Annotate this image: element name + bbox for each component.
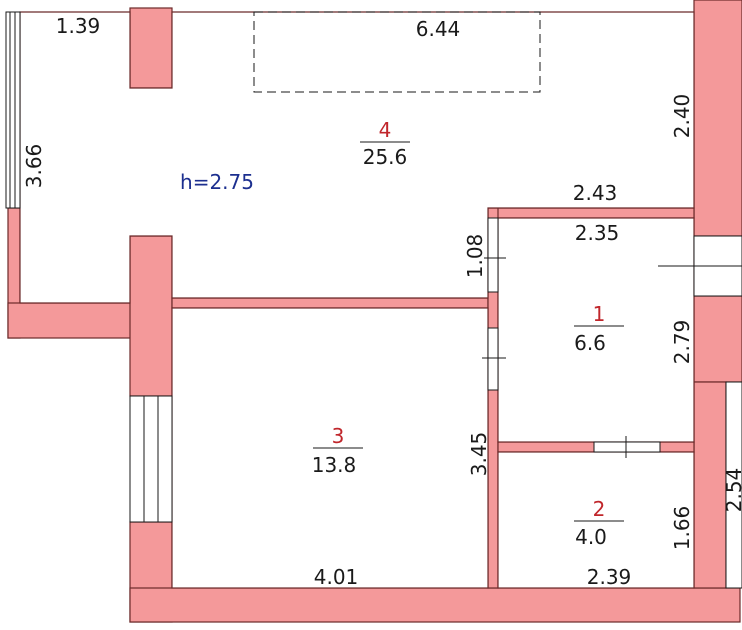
dim-room2-right-height: 1.66 — [670, 506, 694, 551]
walls — [7, 0, 742, 623]
dim-room3-bottom-width: 4.01 — [314, 565, 359, 589]
room-4-number: 4 — [379, 118, 392, 142]
door-room1 — [487, 217, 499, 293]
wall-bottom — [129, 587, 741, 623]
door-room3 — [487, 327, 499, 391]
dim-room1-door-width: 1.08 — [463, 234, 487, 279]
room-1-number: 1 — [593, 302, 606, 326]
room-3-area: 13.8 — [312, 453, 357, 477]
room-4-floor — [19, 11, 695, 304]
window-left — [5, 11, 21, 209]
openings — [5, 11, 742, 589]
dim-left-window-height: 3.66 — [22, 144, 46, 189]
door-room2 — [593, 441, 661, 453]
dim-room1-top-inner: 2.35 — [575, 221, 620, 245]
built-in-cabinet-outline — [253, 11, 541, 93]
wall-top-pier — [129, 7, 173, 89]
dim-top-cabinet-width: 6.44 — [416, 17, 461, 41]
room-1-floor — [497, 217, 695, 443]
dim-room1-right-height: 2.79 — [670, 320, 694, 365]
dimension-labels: 1.39 6.44 2.43 2.35 4.01 2.39 3.66 2.40 … — [22, 14, 742, 589]
room-2-area: 4.0 — [575, 525, 607, 549]
doors — [482, 217, 700, 458]
wall-right-upper — [693, 0, 742, 237]
room-1-area: 6.6 — [574, 331, 606, 355]
rooms — [19, 11, 695, 589]
room-2-number: 2 — [593, 497, 606, 521]
dim-room2-bottom-width: 2.39 — [587, 565, 632, 589]
dim-right-edge-cut: 2.54 — [722, 468, 742, 513]
wall-column-left — [129, 235, 173, 397]
neighbour-strip — [725, 381, 742, 589]
room-labels: 4 25.6 1 6.6 2 4.0 3 13.8 h=2.75 — [180, 118, 624, 549]
wall-right-lower — [693, 381, 727, 589]
dim-right-upper-wall: 2.40 — [670, 94, 694, 139]
wall-right-mid — [693, 295, 742, 383]
window-room3 — [129, 395, 173, 523]
wall-room3-top — [171, 297, 489, 309]
room-4-area: 25.6 — [363, 145, 408, 169]
wall-room1-top — [487, 207, 695, 219]
dim-room1-top-outer: 2.43 — [573, 181, 618, 205]
room-3-number: 3 — [332, 424, 345, 448]
ceiling-height-note: h=2.75 — [180, 170, 254, 194]
room-2-floor — [497, 451, 695, 589]
dim-top-left-width: 1.39 — [56, 14, 101, 38]
dim-room3-left-height: 3.45 — [467, 432, 491, 477]
